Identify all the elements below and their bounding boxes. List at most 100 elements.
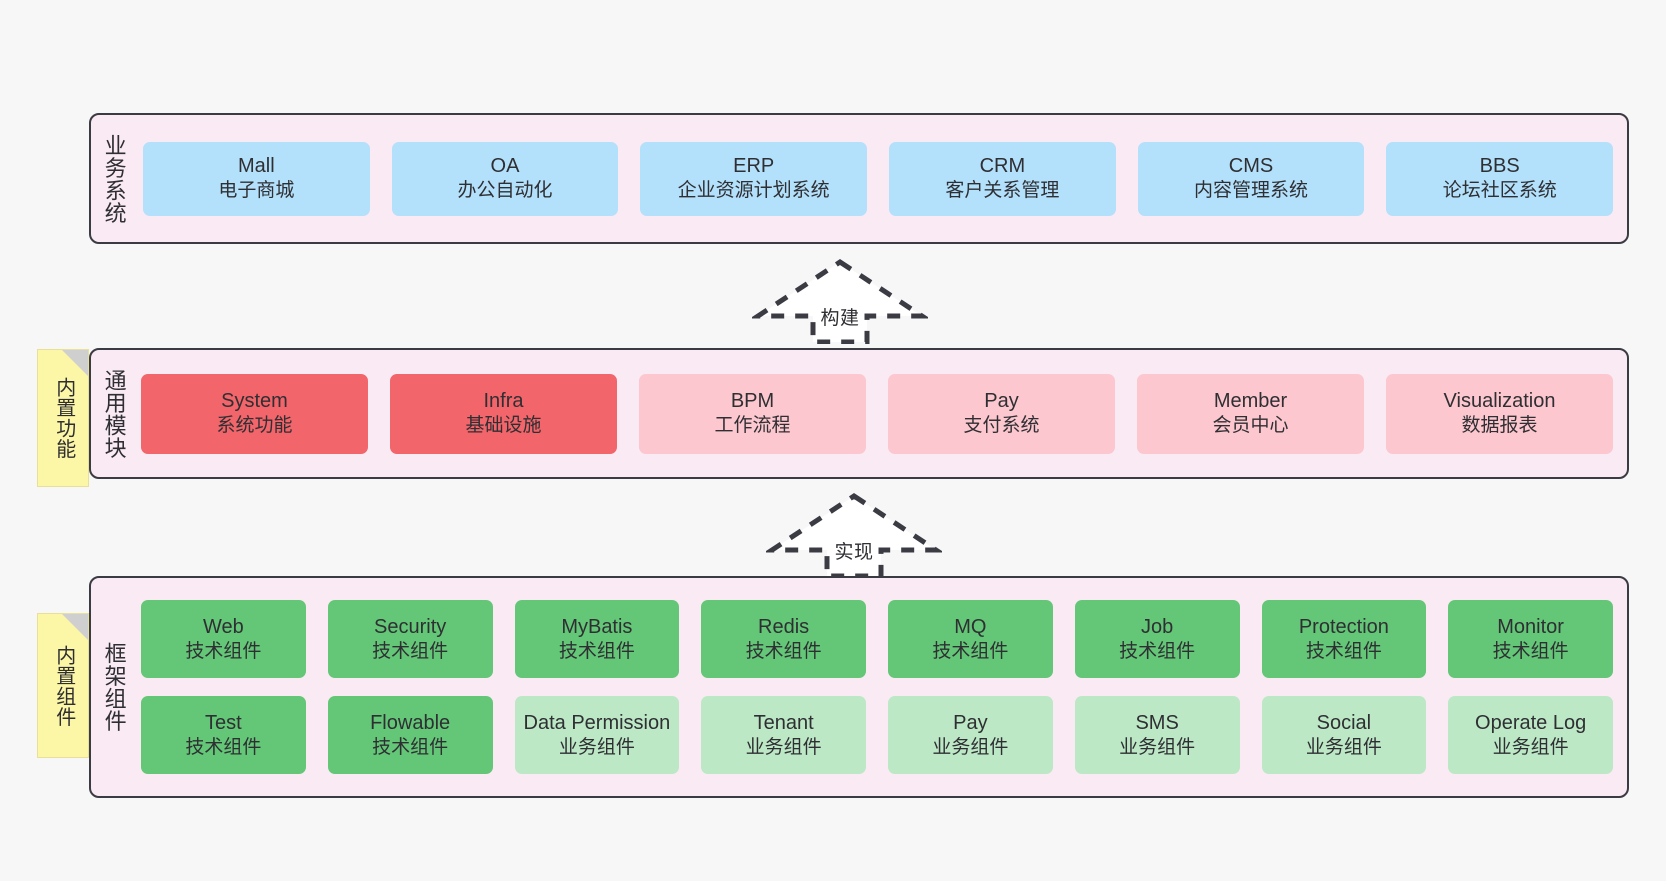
arrow-build-icon bbox=[749, 259, 931, 345]
card-infra-cn: 基础设施 bbox=[465, 415, 542, 437]
card-pay-component-cn: 业务组件 bbox=[932, 736, 1009, 758]
card-mall-cn: 电子商城 bbox=[218, 180, 295, 202]
card-mybatis[interactable]: MyBatis 技术组件 bbox=[514, 600, 680, 678]
card-bpm-en: BPM bbox=[730, 390, 775, 413]
note-builtin-function-label: 内置功能 bbox=[52, 377, 75, 459]
layer-framework-body: Web 技术组件 Security 技术组件 MyBatis 技术组件 Redi… bbox=[137, 578, 1627, 796]
card-pay-module-en: Pay bbox=[984, 390, 1019, 413]
card-operate-log-en: Operate Log bbox=[1475, 711, 1587, 734]
card-mybatis-cn: 技术组件 bbox=[558, 640, 635, 662]
note-fold-corner-icon bbox=[62, 350, 88, 376]
card-security-cn: 技术组件 bbox=[372, 640, 449, 662]
arrow-build-label: 构建 bbox=[820, 308, 860, 329]
card-job-en: Job bbox=[1141, 615, 1174, 638]
card-security[interactable]: Security 技术组件 bbox=[327, 600, 493, 678]
arrow-implement-icon bbox=[763, 493, 945, 579]
note-fold-corner-icon bbox=[62, 614, 88, 640]
card-erp-en: ERP bbox=[733, 155, 775, 178]
card-mall[interactable]: Mall 电子商城 bbox=[143, 141, 370, 216]
card-flowable-cn: 技术组件 bbox=[372, 736, 449, 758]
card-social-cn: 业务组件 bbox=[1305, 736, 1382, 758]
card-social[interactable]: Social 业务组件 bbox=[1261, 696, 1427, 774]
card-monitor[interactable]: Monitor 技术组件 bbox=[1448, 600, 1613, 678]
card-protection[interactable]: Protection 技术组件 bbox=[1261, 600, 1427, 678]
card-mall-en: Mall bbox=[238, 155, 275, 178]
card-cms[interactable]: CMS 内容管理系统 bbox=[1137, 141, 1365, 216]
card-system-cn: 系统功能 bbox=[216, 415, 293, 437]
card-redis-cn: 技术组件 bbox=[745, 640, 822, 662]
card-web-en: Web bbox=[202, 615, 244, 638]
card-mq-cn: 技术组件 bbox=[932, 640, 1009, 662]
card-infra[interactable]: Infra 基础设施 bbox=[390, 373, 617, 454]
arrow-build: 构建 bbox=[749, 258, 931, 345]
card-flowable[interactable]: Flowable 技术组件 bbox=[327, 696, 493, 774]
card-web-cn: 技术组件 bbox=[185, 640, 262, 662]
business-card-row: Mall 电子商城 OA 办公自动化 ERP 企业资源计划系统 CRM 客户关系… bbox=[143, 141, 1614, 216]
framework-card-row-2: Test 技术组件 Flowable 技术组件 Data Permission … bbox=[141, 696, 1613, 774]
card-erp-cn: 企业资源计划系统 bbox=[677, 180, 830, 202]
card-pay-component-en: Pay bbox=[953, 711, 988, 734]
card-tenant-en: Tenant bbox=[753, 711, 814, 734]
card-protection-en: Protection bbox=[1298, 615, 1389, 638]
module-card-row: System 系统功能 Infra 基础设施 BPM 工作流程 Pay 支付系统… bbox=[141, 373, 1613, 454]
card-visualization-en: Visualization bbox=[1443, 390, 1556, 413]
card-monitor-cn: 技术组件 bbox=[1492, 640, 1569, 662]
card-mybatis-en: MyBatis bbox=[561, 615, 633, 638]
card-tenant-cn: 业务组件 bbox=[745, 736, 822, 758]
layer-common-modules: 通用模块 System 系统功能 Infra 基础设施 BPM 工作流程 Pay bbox=[89, 348, 1629, 479]
card-test-en: Test bbox=[205, 711, 242, 734]
card-job-cn: 技术组件 bbox=[1119, 640, 1196, 662]
card-pay-component[interactable]: Pay 业务组件 bbox=[888, 696, 1053, 774]
card-redis-en: Redis bbox=[758, 615, 810, 638]
card-operate-log-cn: 业务组件 bbox=[1492, 736, 1569, 758]
framework-card-row-1: Web 技术组件 Security 技术组件 MyBatis 技术组件 Redi… bbox=[141, 600, 1613, 678]
card-redis[interactable]: Redis 技术组件 bbox=[701, 600, 866, 678]
layer-modules-body: System 系统功能 Infra 基础设施 BPM 工作流程 Pay 支付系统… bbox=[137, 350, 1627, 477]
note-builtin-function: 内置功能 bbox=[37, 349, 89, 487]
layer-modules-title: 通用模块 bbox=[101, 368, 127, 459]
card-bpm-cn: 工作流程 bbox=[714, 415, 791, 437]
card-sms-cn: 业务组件 bbox=[1119, 736, 1196, 758]
card-test[interactable]: Test 技术组件 bbox=[141, 696, 306, 774]
card-cms-en: CMS bbox=[1228, 155, 1274, 178]
card-data-permission[interactable]: Data Permission 业务组件 bbox=[514, 696, 680, 774]
card-oa[interactable]: OA 办公自动化 bbox=[391, 141, 619, 216]
card-visualization[interactable]: Visualization 数据报表 bbox=[1386, 373, 1613, 454]
card-system[interactable]: System 系统功能 bbox=[141, 373, 368, 454]
card-bpm[interactable]: BPM 工作流程 bbox=[639, 373, 866, 454]
card-security-en: Security bbox=[374, 615, 447, 638]
card-tenant[interactable]: Tenant 业务组件 bbox=[701, 696, 866, 774]
card-mq[interactable]: MQ 技术组件 bbox=[888, 600, 1053, 678]
arrow-implement-label: 实现 bbox=[834, 542, 874, 563]
card-bbs[interactable]: BBS 论坛社区系统 bbox=[1386, 141, 1614, 216]
card-operate-log[interactable]: Operate Log 业务组件 bbox=[1448, 696, 1613, 774]
card-mq-en: MQ bbox=[954, 615, 987, 638]
card-crm-cn: 客户关系管理 bbox=[945, 180, 1060, 202]
card-web[interactable]: Web 技术组件 bbox=[141, 600, 306, 678]
card-member-cn: 会员中心 bbox=[1212, 415, 1289, 437]
card-member-en: Member bbox=[1213, 390, 1288, 413]
card-member[interactable]: Member 会员中心 bbox=[1137, 373, 1364, 454]
card-cms-cn: 内容管理系统 bbox=[1194, 180, 1309, 202]
layer-business-systems: 业务系统 Mall 电子商城 OA 办公自动化 ERP 企业资源计划系统 CRM bbox=[89, 113, 1629, 244]
card-data-permission-cn: 业务组件 bbox=[558, 736, 635, 758]
card-sms-en: SMS bbox=[1135, 711, 1179, 734]
card-crm[interactable]: CRM 客户关系管理 bbox=[889, 141, 1116, 216]
card-bbs-en: BBS bbox=[1479, 155, 1520, 178]
card-pay-module[interactable]: Pay 支付系统 bbox=[888, 373, 1115, 454]
card-crm-en: CRM bbox=[979, 155, 1026, 178]
card-test-cn: 技术组件 bbox=[185, 736, 262, 758]
layer-business-body: Mall 电子商城 OA 办公自动化 ERP 企业资源计划系统 CRM 客户关系… bbox=[137, 115, 1627, 242]
card-job[interactable]: Job 技术组件 bbox=[1074, 600, 1240, 678]
card-erp[interactable]: ERP 企业资源计划系统 bbox=[640, 141, 868, 216]
card-sms[interactable]: SMS 业务组件 bbox=[1074, 696, 1240, 774]
card-monitor-en: Monitor bbox=[1497, 615, 1564, 638]
card-oa-cn: 办公自动化 bbox=[457, 180, 553, 202]
card-social-en: Social bbox=[1316, 711, 1372, 734]
card-pay-module-cn: 支付系统 bbox=[963, 415, 1040, 437]
card-oa-en: OA bbox=[490, 155, 520, 178]
card-flowable-en: Flowable bbox=[370, 711, 451, 734]
note-builtin-component: 内置组件 bbox=[37, 613, 89, 758]
card-data-permission-en: Data Permission bbox=[523, 711, 671, 734]
